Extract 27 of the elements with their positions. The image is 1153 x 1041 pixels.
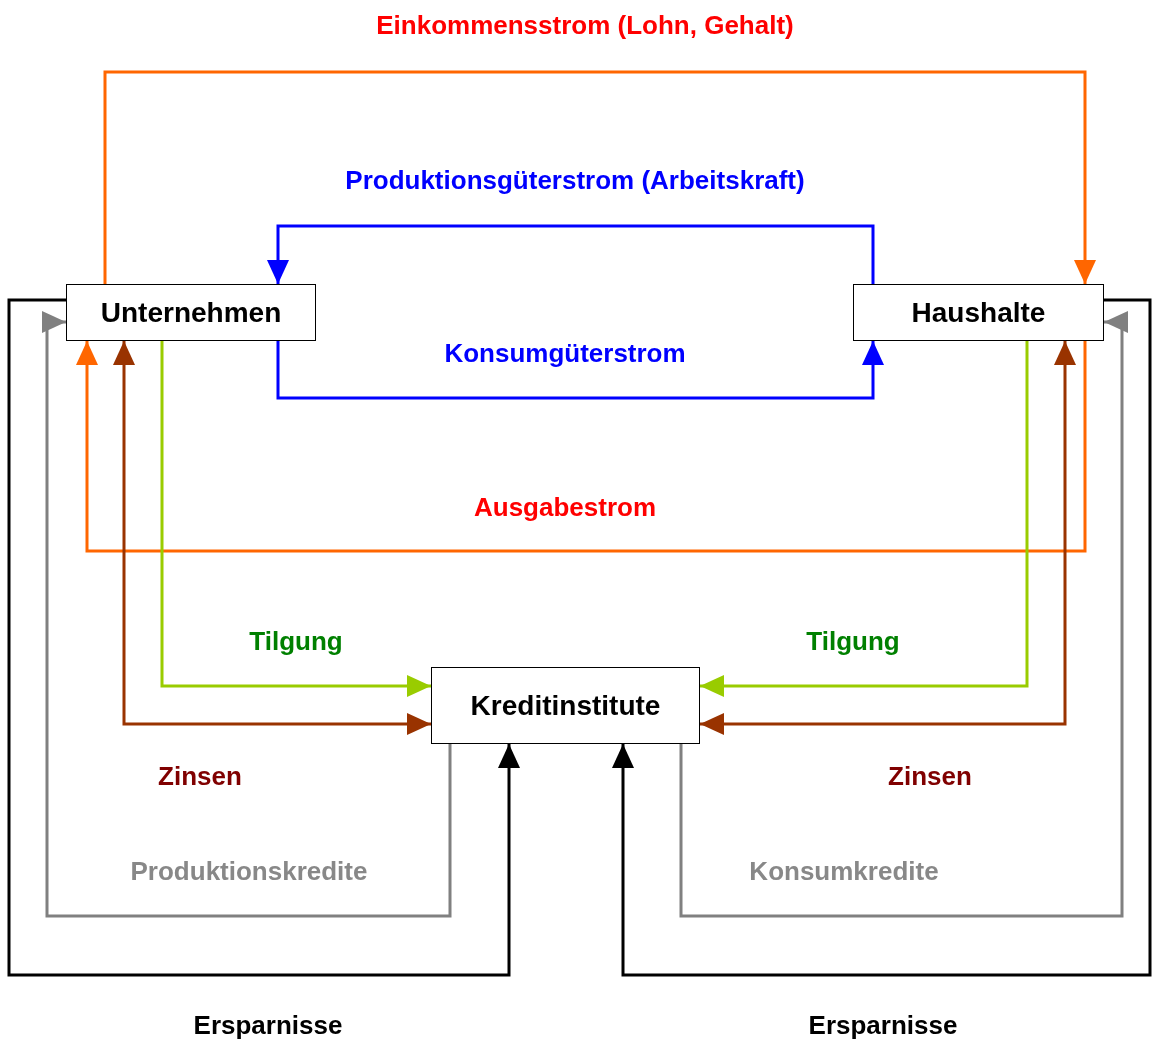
flow-label: Zinsen [888,760,972,793]
flow-arrow [103,70,1096,284]
entity-box: Unternehmen [66,284,316,341]
entity-box: Haushalte [853,284,1104,341]
flow-label: Einkommensstrom (Lohn, Gehalt) [376,9,794,42]
flow-label: Tilgung [806,625,900,658]
flow-arrow [679,311,1128,918]
flow-label: Konsumkredite [749,855,939,888]
flow-label: Zinsen [158,760,242,793]
flow-arrow [113,341,431,735]
flow-arrow [267,224,875,284]
flow-label: Ersparnisse [193,1009,343,1041]
entity-box: Kreditinstitute [431,667,700,744]
flow-arrow [700,341,1076,735]
flow-arrow [76,341,1087,553]
flow-arrow [42,311,452,918]
flow-label: Produktionsgüterstrom (Arbeitskraft) [345,164,805,197]
flow-arrow [7,298,520,977]
flow-label: Tilgung [249,625,343,658]
flow-label: Ersparnisse [808,1009,958,1041]
flow-arrow [160,341,431,697]
flow-label: Konsumgüterstrom [444,337,686,370]
flow-label: Produktionskredite [130,855,368,888]
flow-label: Ausgabestrom [474,491,656,524]
flow-arrow [700,341,1029,697]
flow-arrow [276,341,884,400]
flow-arrow [612,298,1152,977]
